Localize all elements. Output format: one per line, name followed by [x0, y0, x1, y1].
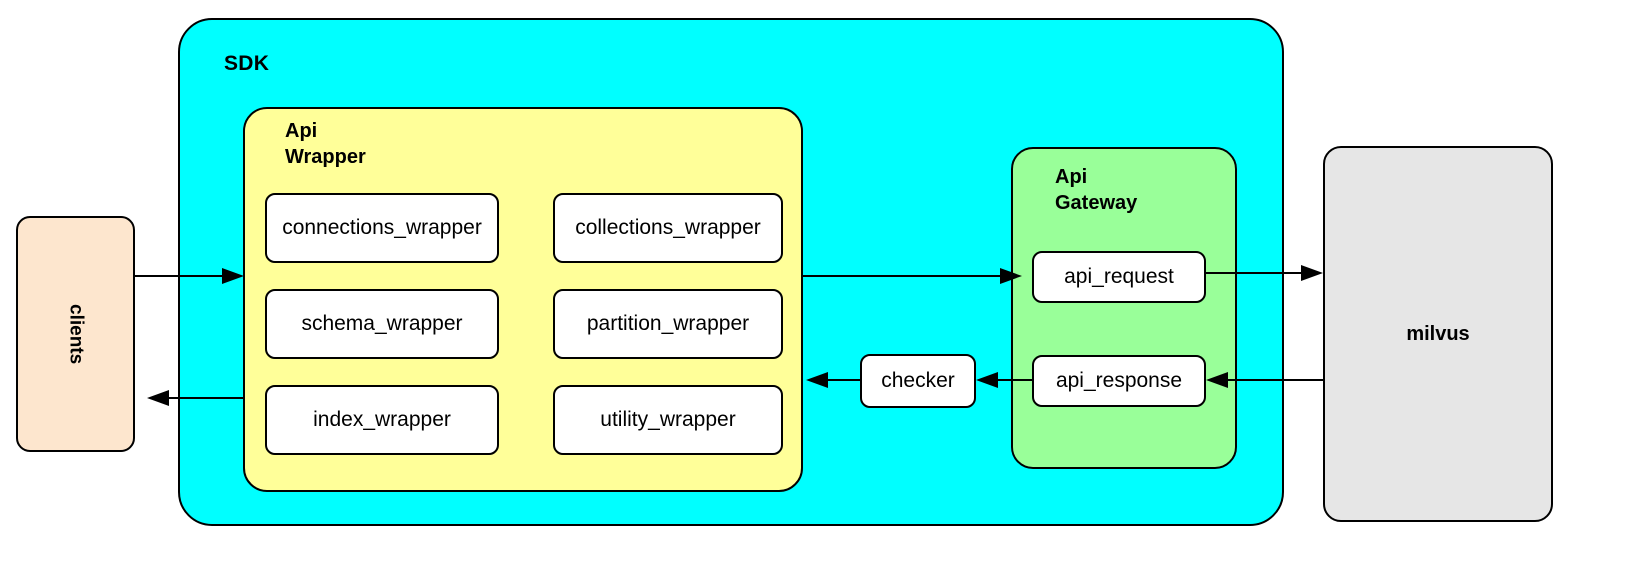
node-label: collections_wrapper: [575, 216, 761, 239]
api-gateway-label: Api Gateway: [1055, 166, 1138, 214]
node-collections-wrapper[interactable]: collections_wrapper: [553, 193, 783, 263]
node-index-wrapper[interactable]: index_wrapper: [265, 385, 499, 455]
node-label: utility_wrapper: [600, 408, 736, 431]
node-utility-wrapper[interactable]: utility_wrapper: [553, 385, 783, 455]
node-connections-wrapper[interactable]: connections_wrapper: [265, 193, 499, 263]
edge-api-wrapper-to-api-gateway: [803, 268, 1022, 284]
node-api-response[interactable]: api_response: [1032, 355, 1206, 407]
edge-clients-to-api-wrapper: [135, 268, 244, 284]
api-wrapper-label: Api Wrapper: [285, 120, 366, 168]
edge-api-response-to-checker: [976, 372, 1032, 388]
node-label: clients: [65, 303, 87, 365]
node-milvus[interactable]: milvus: [1323, 146, 1553, 522]
node-label: connections_wrapper: [282, 216, 482, 239]
node-label: schema_wrapper: [301, 312, 463, 335]
api-gateway-container[interactable]: Api Gateway: [1011, 147, 1237, 469]
node-partition-wrapper[interactable]: partition_wrapper: [553, 289, 783, 359]
edge-api-wrapper-to-clients: [147, 390, 245, 406]
node-label: checker: [881, 369, 955, 392]
edge-milvus-to-api-response: [1206, 372, 1323, 388]
sdk-label: SDK: [224, 52, 270, 75]
node-schema-wrapper[interactable]: schema_wrapper: [265, 289, 499, 359]
node-label: partition_wrapper: [586, 312, 750, 335]
node-label: milvus: [1406, 322, 1470, 345]
node-api-request[interactable]: api_request: [1032, 251, 1206, 303]
edge-checker-to-api-wrapper: [806, 372, 860, 388]
node-checker[interactable]: checker: [860, 354, 976, 408]
edge-api-request-to-milvus: [1206, 265, 1323, 281]
node-label: api_response: [1055, 369, 1183, 392]
node-label: index_wrapper: [313, 408, 451, 431]
node-clients[interactable]: clients: [16, 216, 135, 452]
node-label: api_request: [1064, 265, 1174, 288]
